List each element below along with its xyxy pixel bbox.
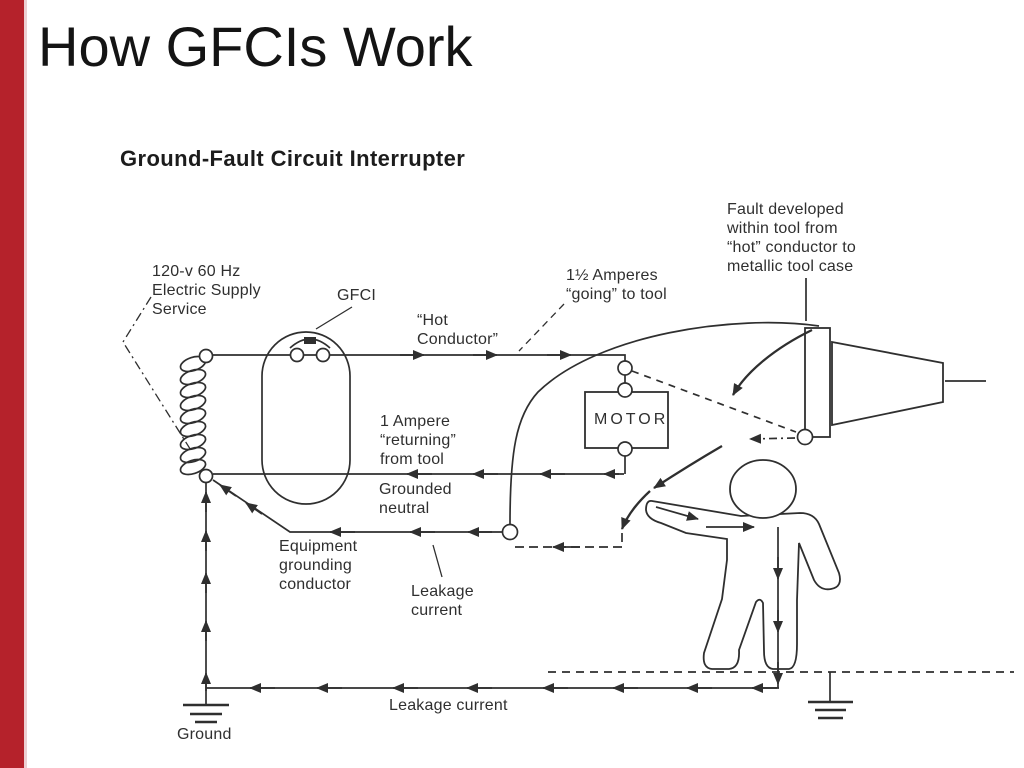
amperes-leader-line bbox=[518, 303, 565, 352]
case-leakage-dash bbox=[749, 433, 796, 444]
label-amperes-going: 1½ Amperes “going” to tool bbox=[566, 267, 667, 303]
supply-coil bbox=[179, 355, 207, 476]
label-leakage-current-bottom: Leakage current bbox=[389, 697, 508, 714]
fault-dashed-line bbox=[631, 370, 797, 433]
hot-conductor-line bbox=[212, 350, 626, 383]
leakage-current-curve bbox=[513, 445, 723, 552]
ground-symbol-right bbox=[808, 672, 853, 720]
equipment-grounding-line bbox=[212, 479, 502, 537]
person-head bbox=[729, 459, 797, 519]
label-hot-conductor: “Hot Conductor” bbox=[417, 312, 499, 348]
label-fault-developed: Fault developed within tool from “hot” c… bbox=[727, 201, 856, 275]
tool-cord-curve bbox=[509, 321, 820, 525]
diagram-heading: Ground-Fault Circuit Interrupter bbox=[120, 146, 466, 171]
slide-accent-bar bbox=[0, 0, 27, 768]
label-ampere-returning: 1 Ampere “returning” from tool bbox=[380, 413, 457, 468]
label-supply-service: 120-v 60 Hz Electric Supply Service bbox=[152, 263, 261, 318]
fault-current-arrow bbox=[731, 328, 813, 396]
label-grounded-neutral: Grounded neutral bbox=[379, 481, 452, 517]
page-title: How GFCIs Work bbox=[38, 15, 473, 78]
gfci-sensor-core bbox=[304, 337, 316, 344]
person-figure bbox=[645, 459, 841, 688]
leakage-leader-line bbox=[432, 544, 443, 578]
motor-box bbox=[584, 391, 669, 474]
gfci-leader-line bbox=[315, 306, 353, 330]
ground-symbol-left bbox=[183, 703, 229, 724]
connection-nodes bbox=[198, 347, 814, 541]
label-ground: Ground bbox=[177, 726, 232, 743]
power-tool bbox=[804, 327, 986, 438]
supply-leader-line bbox=[122, 296, 193, 453]
label-equipment-grounding: Equipment grounding conductor bbox=[279, 538, 358, 593]
label-motor: MOTOR bbox=[594, 411, 669, 428]
gfci-device bbox=[261, 331, 351, 505]
label-leakage-current-mid: Leakage current bbox=[411, 583, 474, 619]
label-gfci: GFCI bbox=[337, 287, 377, 304]
